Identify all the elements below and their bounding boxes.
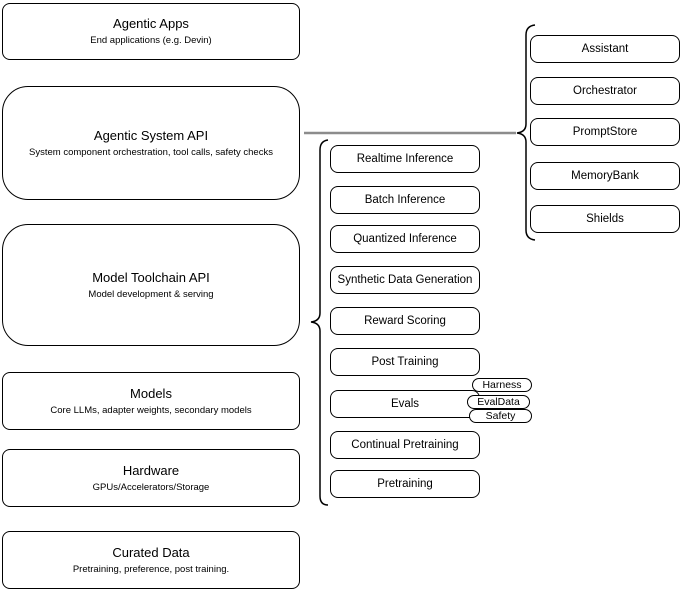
item-continual-pretraining: Continual Pretraining	[330, 431, 480, 459]
box-title: Agentic Apps	[113, 16, 189, 31]
item-label: Pretraining	[377, 478, 433, 490]
item-evals: Evals	[330, 390, 480, 418]
item-label: Post Training	[371, 356, 439, 368]
tag-safety: Safety	[469, 409, 532, 423]
item-label: Quantized Inference	[353, 233, 457, 245]
component-memorybank: MemoryBank	[530, 162, 680, 190]
components-brace	[516, 24, 536, 241]
item-synthetic-data-generation: Synthetic Data Generation	[330, 266, 480, 294]
box-curated-data: Curated Data Pretraining, preference, po…	[2, 531, 300, 589]
box-title: Hardware	[122, 462, 180, 478]
toolchain-brace	[310, 139, 329, 506]
item-pretraining: Pretraining	[330, 470, 480, 498]
item-label: Realtime Inference	[356, 153, 454, 165]
tag-harness: Harness	[472, 378, 532, 392]
box-subtitle: System component orchestration, tool cal…	[29, 146, 273, 158]
tag-label: Safety	[485, 410, 516, 422]
item-quantized-inference: Quantized Inference	[330, 225, 480, 253]
item-label: Evals	[390, 398, 420, 410]
item-label: Batch Inference	[364, 194, 446, 206]
item-label: Continual Pretraining	[351, 439, 459, 451]
component-label: Orchestrator	[573, 85, 637, 97]
item-label: Reward Scoring	[364, 315, 446, 327]
tag-label: EvalData	[477, 396, 520, 408]
component-shields: Shields	[530, 205, 680, 233]
box-subtitle: Core LLMs, adapter weights, secondary mo…	[50, 404, 252, 416]
item-batch-inference: Batch Inference	[330, 186, 480, 214]
tag-evaldata: EvalData	[467, 395, 530, 409]
item-post-training: Post Training	[330, 348, 480, 376]
box-subtitle: End applications (e.g. Devin)	[90, 35, 212, 46]
box-title: Agentic System API	[93, 127, 209, 143]
item-realtime-inference: Realtime Inference	[330, 145, 480, 173]
box-model-toolchain-api: Model Toolchain API Model development & …	[2, 224, 300, 346]
box-models: Models Core LLMs, adapter weights, secon…	[2, 372, 300, 430]
component-orchestrator: Orchestrator	[530, 77, 680, 105]
box-hardware: Hardware GPUs/Accelerators/Storage	[2, 449, 300, 507]
box-subtitle: GPUs/Accelerators/Storage	[92, 481, 210, 493]
component-label: Shields	[586, 213, 624, 225]
box-agentic-apps: Agentic Apps End applications (e.g. Devi…	[2, 3, 300, 60]
box-title: Models	[130, 385, 172, 401]
component-assistant: Assistant	[530, 35, 680, 63]
item-label: Synthetic Data Generation	[337, 274, 473, 286]
component-label: MemoryBank	[571, 170, 639, 182]
item-reward-scoring: Reward Scoring	[330, 307, 480, 335]
tag-label: Harness	[482, 379, 522, 391]
component-label: PromptStore	[572, 126, 638, 138]
box-subtitle: Pretraining, preference, post training.	[72, 563, 230, 575]
box-title: Model Toolchain API	[92, 269, 210, 285]
component-label: Assistant	[581, 43, 629, 55]
box-title: Curated Data	[112, 544, 190, 560]
component-promptstore: PromptStore	[530, 118, 680, 146]
box-agentic-system-api: Agentic System API System component orch…	[2, 86, 300, 200]
box-subtitle: Model development & serving	[88, 288, 214, 300]
